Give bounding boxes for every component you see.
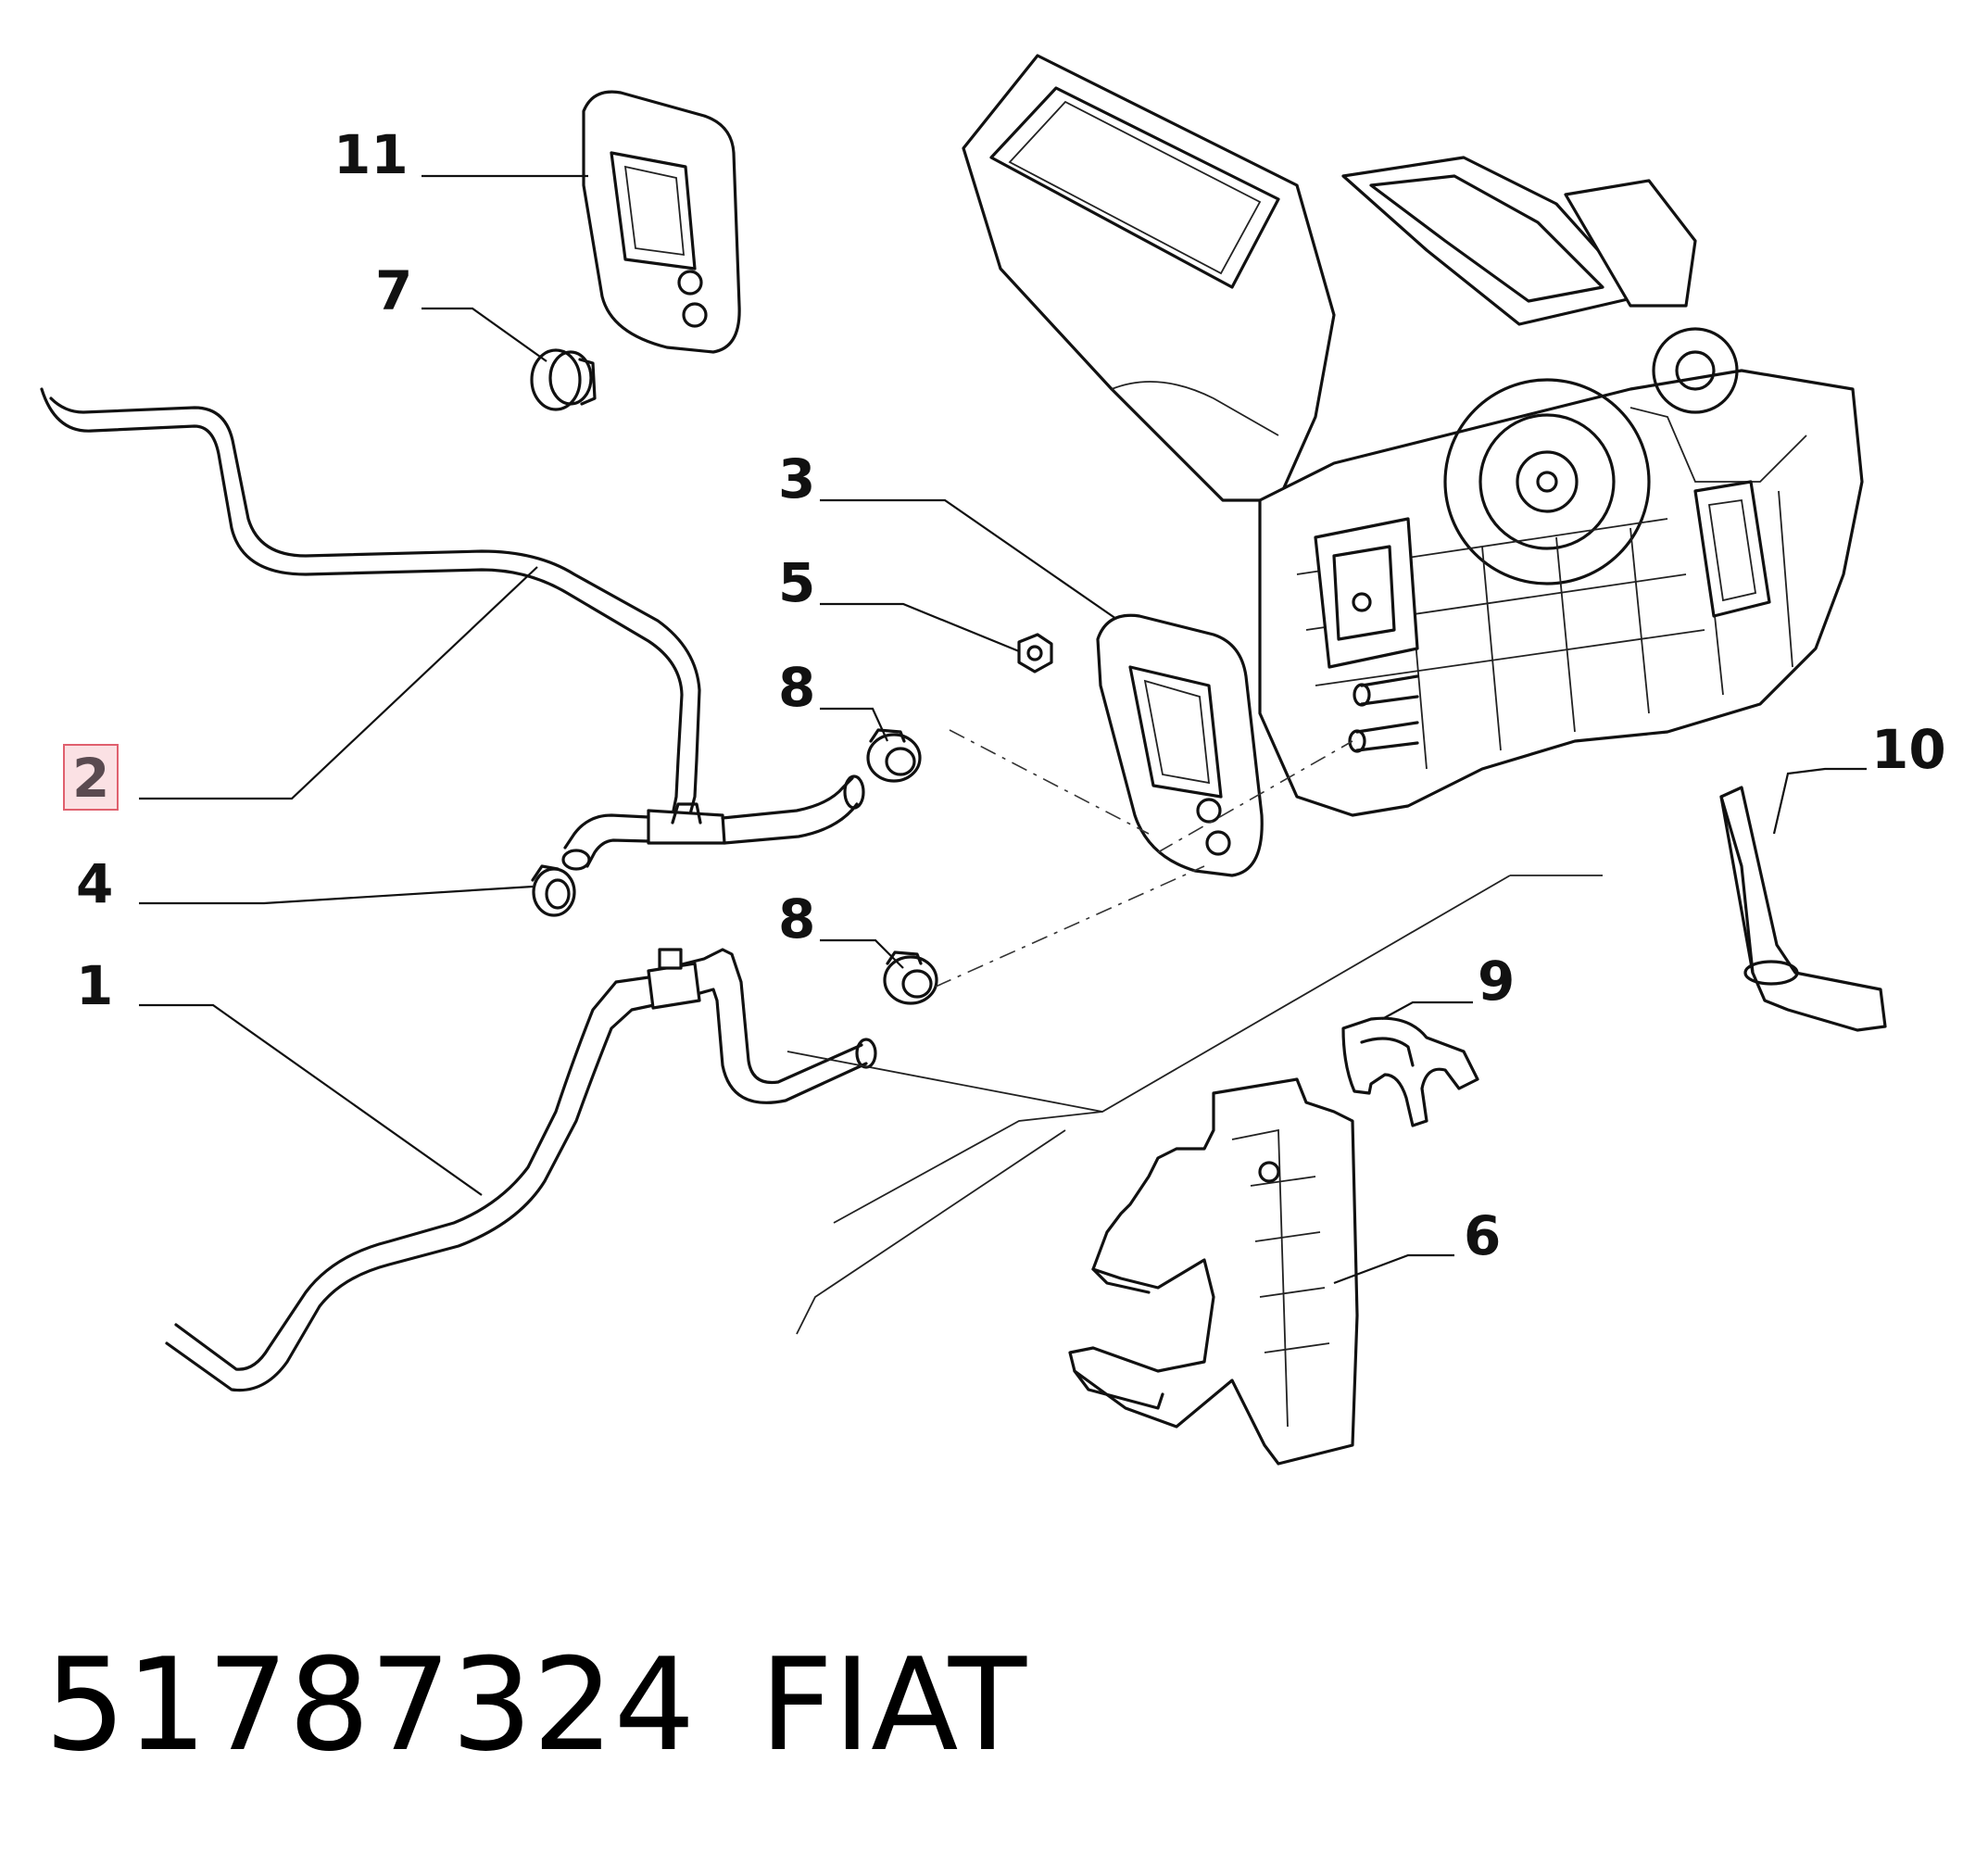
callout-11: 11 — [333, 123, 409, 186]
callout-2-highlighted: 2 — [63, 744, 120, 811]
nut-5 — [1017, 633, 1053, 673]
brand-name: FIAT — [760, 1630, 1027, 1780]
leader-3 — [820, 498, 1117, 620]
leader-10 — [1772, 767, 1867, 835]
gasket-3 — [1096, 613, 1264, 877]
exploded-diagram — [40, 54, 1887, 1466]
callout-7: 7 — [375, 259, 413, 322]
part-number: 51787324 — [44, 1630, 696, 1780]
callout-8-upper: 8 — [778, 656, 816, 719]
callout-3: 3 — [778, 447, 816, 510]
callout-10: 10 — [1871, 718, 1946, 781]
leader-8-upper — [820, 707, 889, 742]
leader-4 — [139, 885, 534, 905]
grommet-7 — [530, 348, 597, 411]
callout-1: 1 — [76, 954, 114, 1017]
gasket-11 — [582, 90, 741, 354]
leader-6 — [1333, 1253, 1454, 1285]
clip-4 — [531, 864, 576, 917]
leader-5 — [820, 602, 1020, 653]
callout-4: 4 — [76, 852, 114, 915]
hose-1 — [165, 948, 877, 1392]
leader-9 — [1381, 1001, 1473, 1020]
callout-9: 9 — [1478, 950, 1516, 1013]
callout-6: 6 — [1464, 1204, 1502, 1267]
leader-7 — [422, 307, 547, 362]
leader-2 — [139, 566, 538, 800]
leader-1 — [139, 1003, 483, 1196]
bracket-9 — [1341, 1016, 1479, 1127]
hose-2 — [40, 387, 865, 871]
clamp-8-upper — [866, 728, 922, 783]
clamp-8-lower — [883, 950, 938, 1005]
callout-8-lower: 8 — [778, 887, 816, 950]
bracket-6 — [1068, 1077, 1359, 1466]
hvac-unit — [962, 54, 1864, 817]
callout-5: 5 — [778, 551, 816, 614]
leader-8-lower — [820, 938, 904, 969]
drain-tube-10 — [1719, 786, 1887, 1032]
